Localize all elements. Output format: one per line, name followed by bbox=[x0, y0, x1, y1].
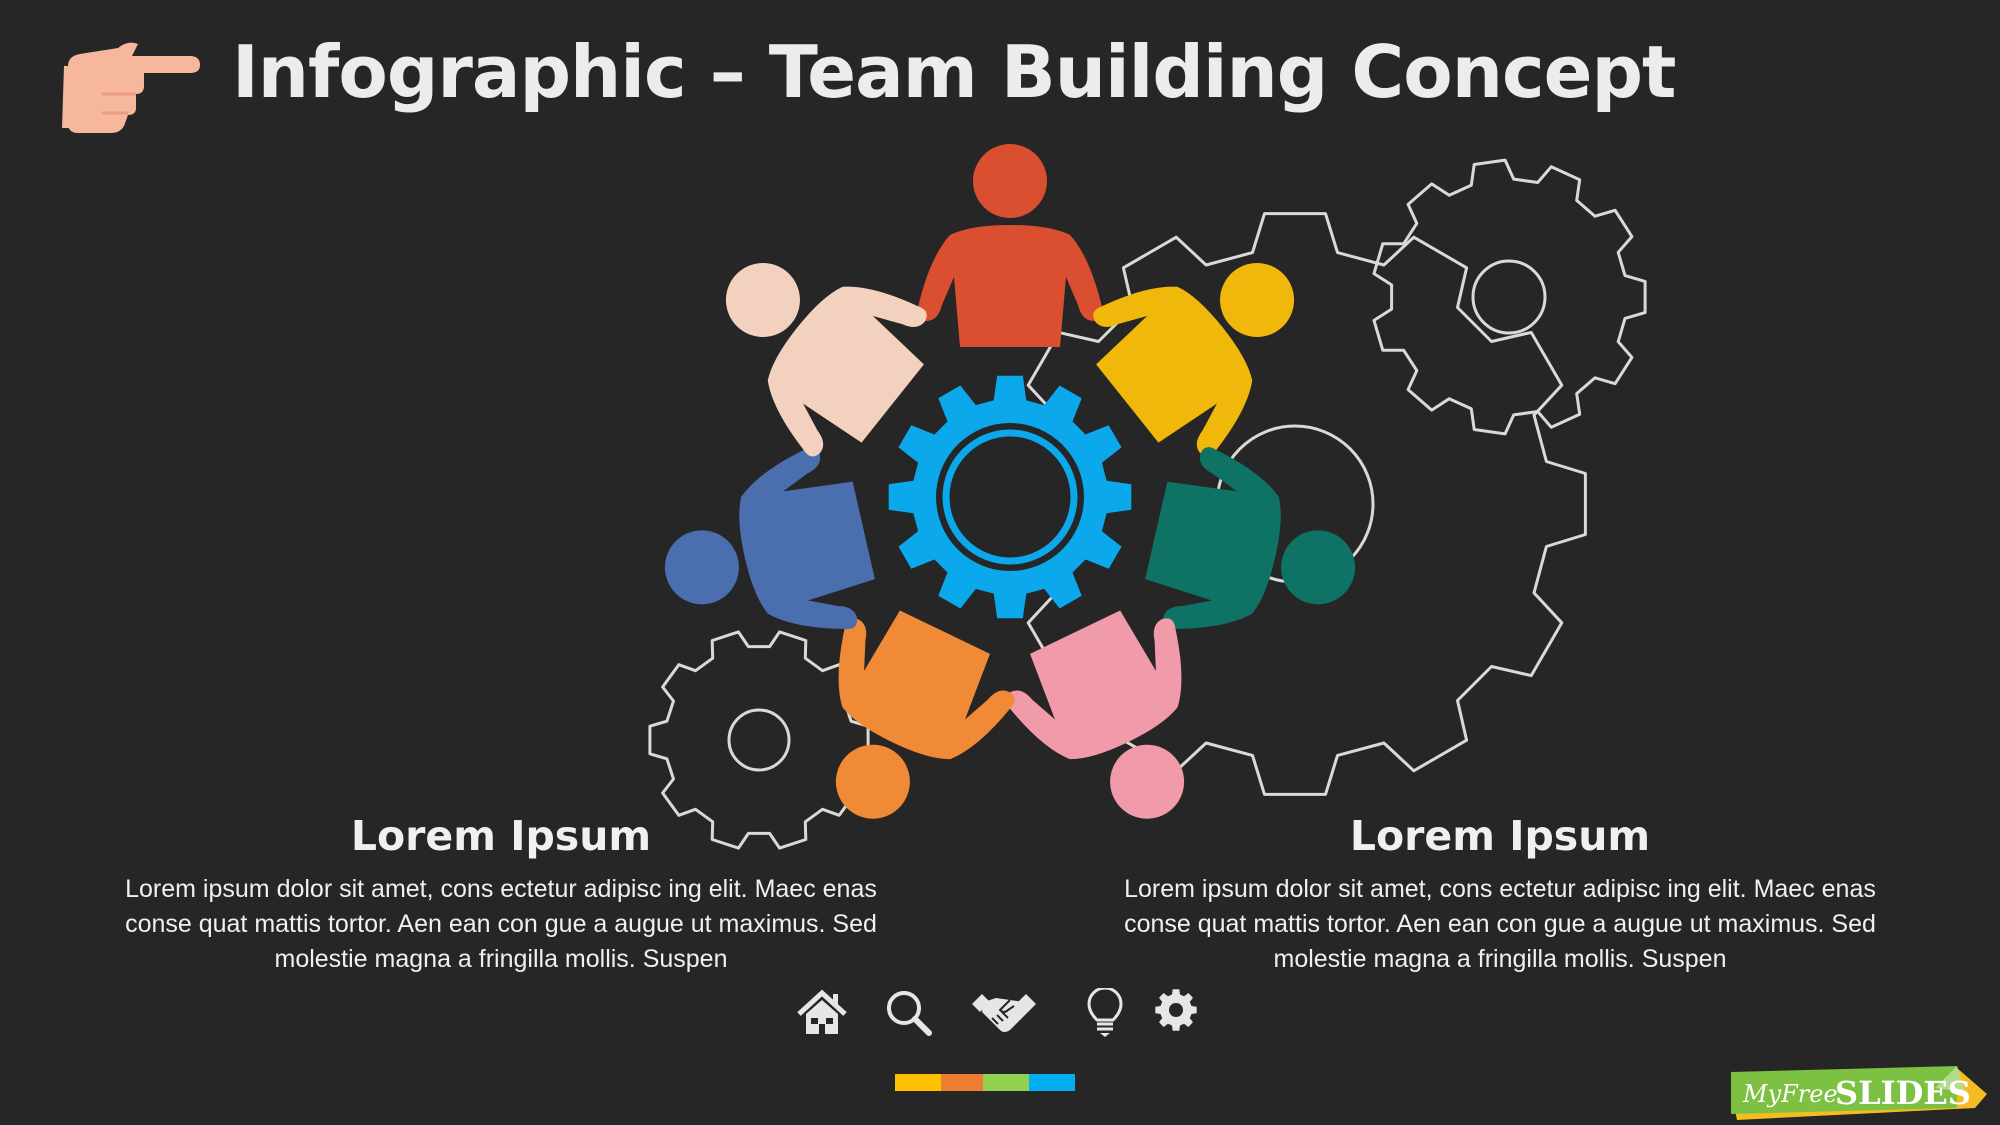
person-head bbox=[973, 144, 1047, 218]
pointing-hand-icon bbox=[62, 42, 200, 133]
color-bar bbox=[895, 1074, 1075, 1091]
team-member-figure bbox=[835, 610, 1015, 819]
svg-text:MyFree: MyFree bbox=[1742, 1080, 1838, 1108]
home-icon bbox=[797, 989, 847, 1034]
icon-row bbox=[0, 988, 2000, 1048]
color-bar-segment bbox=[1029, 1074, 1075, 1091]
column-body: Lorem ipsum dolor sit amet, cons ectetur… bbox=[125, 875, 877, 973]
handshake-icon bbox=[972, 994, 1036, 1032]
team-member-figure bbox=[1093, 262, 1295, 457]
outline-gear bbox=[648, 630, 870, 850]
person-head bbox=[725, 262, 800, 337]
person-head bbox=[1110, 744, 1185, 819]
person-head bbox=[835, 744, 910, 819]
team-member-figure bbox=[725, 262, 927, 457]
text-column-right: Lorem Ipsum Lorem ipsum dolor sit amet, … bbox=[1090, 812, 1910, 977]
team-member-figure bbox=[664, 447, 875, 630]
team-member-figure bbox=[917, 144, 1103, 347]
gear-icon bbox=[1155, 989, 1197, 1031]
person-head bbox=[664, 530, 739, 605]
color-bar-segment bbox=[941, 1074, 983, 1091]
page-title: Infographic – Team Building Concept bbox=[232, 30, 1676, 114]
text-column-left: Lorem Ipsum Lorem ipsum dolor sit amet, … bbox=[91, 812, 911, 977]
column-heading: Lorem Ipsum bbox=[1349, 812, 1651, 860]
person-body bbox=[838, 610, 1015, 760]
lightbulb-icon bbox=[1087, 988, 1123, 1037]
color-bar-segment bbox=[983, 1074, 1029, 1091]
person-body bbox=[1145, 447, 1281, 630]
myfreeslides-logo: MyFree SLIDES bbox=[1731, 1066, 1987, 1120]
team-member-figure bbox=[1005, 610, 1185, 819]
person-body bbox=[739, 447, 875, 630]
column-heading: Lorem Ipsum bbox=[350, 812, 652, 860]
outline-gear bbox=[1372, 158, 1647, 436]
search-icon bbox=[887, 991, 932, 1036]
person-body bbox=[1005, 610, 1182, 760]
person-body bbox=[767, 286, 927, 457]
person-head bbox=[1220, 262, 1295, 337]
person-head bbox=[1281, 530, 1356, 605]
person-body bbox=[917, 225, 1103, 347]
column-body: Lorem ipsum dolor sit amet, cons ectetur… bbox=[1124, 875, 1876, 973]
outline-gear-hole bbox=[727, 708, 791, 772]
color-bar-segment bbox=[895, 1074, 941, 1091]
person-body bbox=[1093, 286, 1253, 457]
team-member-figure bbox=[1145, 447, 1356, 630]
svg-text:SLIDES: SLIDES bbox=[1835, 1074, 1971, 1112]
outline-gear-hole bbox=[1471, 259, 1547, 335]
